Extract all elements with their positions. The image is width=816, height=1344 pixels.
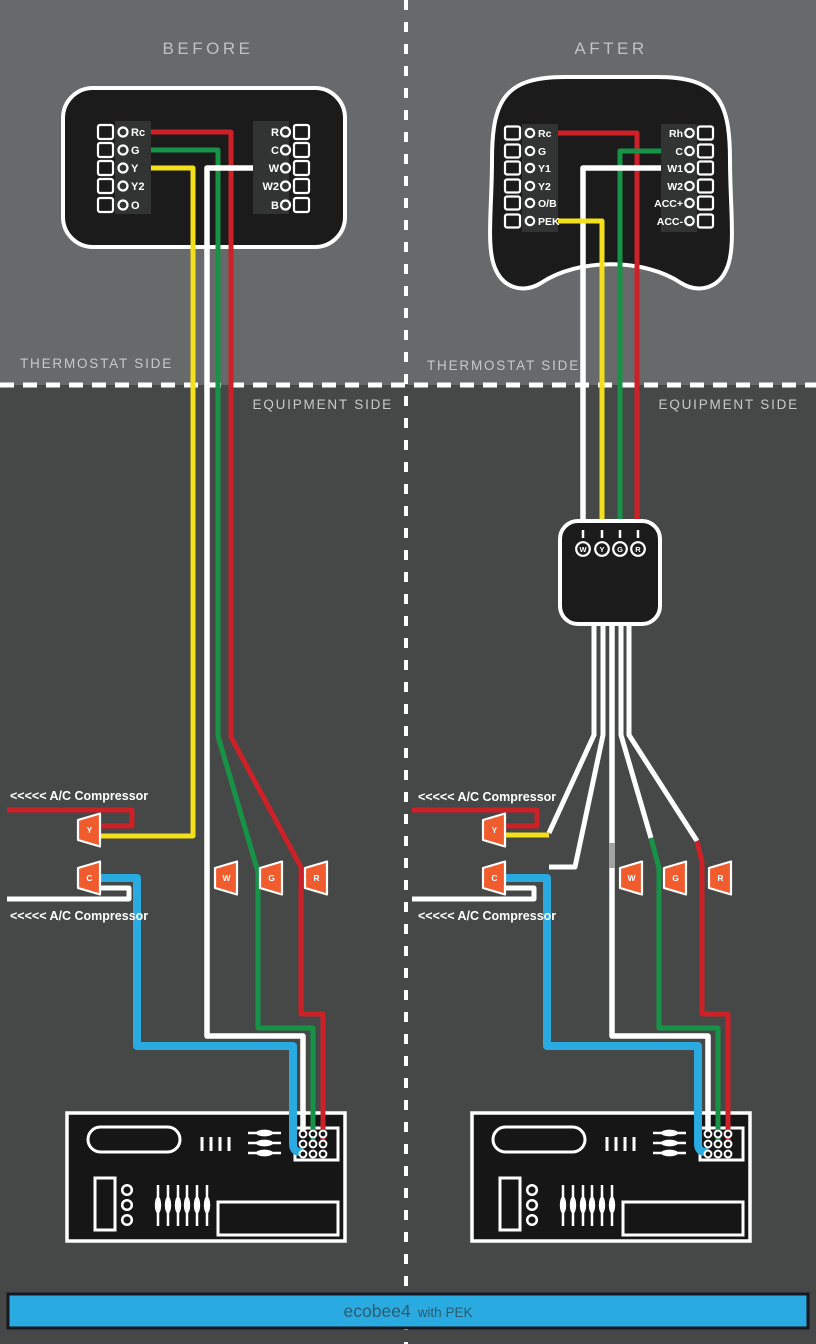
pek-wire-5-red — [694, 840, 731, 1148]
before-white-wire — [204, 165, 306, 1134]
pek-terminal-g: G — [617, 545, 623, 554]
before-left-terminal-block: Rc G Y Y2 O — [96, 121, 151, 214]
pek-wire-4-green — [648, 837, 721, 1141]
terminal-label-c: C — [675, 146, 683, 158]
pek-wire-3-white — [609, 624, 711, 1134]
terminal-label-accplus: ACC+ — [654, 198, 683, 210]
wire-nut-g-label: G — [672, 873, 679, 883]
after-wire-nuts: Y C W G R — [481, 812, 733, 896]
terminal-label-w2: W2 — [667, 181, 683, 193]
wire-nut-g-label: G — [268, 873, 275, 883]
after-left-terminal-tabs — [503, 125, 522, 229]
terminal-label-b: B — [271, 200, 279, 212]
wire-nut-y-label: Y — [492, 825, 498, 835]
wire-nut-c-label: C — [86, 873, 92, 883]
after-equipment-wires — [412, 624, 731, 1156]
terminal-label-y2: Y2 — [538, 181, 551, 193]
after-left-terminal-block: Rc G Y1 Y2 O/B PEK — [503, 124, 560, 232]
banner-suffix: with PEK — [417, 1305, 473, 1320]
after-right-terminal-screws — [684, 127, 695, 227]
pek-wire-2-white — [549, 624, 606, 870]
pek-terminal-circles — [575, 541, 646, 557]
pek-device: W Y G R — [558, 519, 662, 626]
terminal-label-ob: O/B — [538, 198, 557, 210]
before-equipment-side-label: EQUIPMENT SIDE — [253, 397, 393, 412]
pek-terminal-ticks — [581, 530, 640, 538]
terminal-label-rc: Rc — [538, 128, 552, 140]
pek-terminal-y: Y — [599, 545, 604, 554]
before-green-wire — [151, 147, 261, 873]
banner: ecobee4 with PEK — [6, 1292, 810, 1330]
terminal-label-y: Y — [131, 163, 139, 175]
terminal-label-w: W — [269, 163, 280, 175]
after-right-terminal-tabs — [696, 125, 715, 229]
terminal-label-w2: W2 — [263, 181, 280, 193]
after-thermostat-wires — [558, 130, 661, 521]
before-compressor-label-bottom: <<<<< A/C Compressor — [10, 909, 148, 923]
wire-nut-r-label: R — [717, 873, 723, 883]
after-compressor-white-wire — [412, 885, 537, 902]
after-panel: AFTER Rc G Y1 Y2 O/B PEK — [427, 39, 799, 412]
before-right-terminal-block: R C W W2 B — [253, 121, 311, 214]
wire-nut-c-label: C — [491, 873, 497, 883]
before-yellow-wire — [101, 165, 196, 839]
before-thermostat-side-label: THERMOSTAT SIDE — [20, 356, 173, 371]
pek-wire-5-white — [626, 624, 700, 843]
after-right-terminal-block: Rh C W1 W2 ACC+ ACC- — [654, 124, 715, 232]
before-compressor-white-wire — [7, 885, 132, 902]
terminal-label-rh: Rh — [669, 128, 683, 140]
after-yellow-wire — [558, 218, 605, 521]
before-left-terminal-screws — [117, 126, 129, 211]
before-title: BEFORE — [163, 39, 254, 58]
after-equipment-side-label: EQUIPMENT SIDE — [659, 397, 799, 412]
terminal-label-rc: Rc — [131, 127, 145, 139]
terminal-label-r: R — [271, 127, 279, 139]
after-compressor-label-bottom: <<<<< A/C Compressor — [418, 909, 556, 923]
pek-terminal-r: R — [635, 545, 641, 554]
before-red-wire — [151, 129, 306, 873]
after-green-wire — [617, 148, 661, 521]
wire-nut-w-label: W — [627, 873, 636, 883]
before-panel: BEFORE Rc G Y Y2 O — [20, 39, 393, 412]
before-right-terminal-tabs — [292, 123, 311, 214]
wire-nut-r-label: R — [313, 873, 319, 883]
terminal-label-g: G — [131, 145, 140, 157]
before-wires — [7, 129, 326, 1156]
pek-terminal-w: W — [579, 545, 587, 554]
after-compressor-label-top: <<<<< A/C Compressor — [418, 790, 556, 804]
before-blue-wire — [97, 874, 305, 1156]
terminal-label-o: O — [131, 200, 140, 212]
before-compressor-label-top: <<<<< A/C Compressor — [10, 789, 148, 803]
before-green-wire-lower — [255, 870, 316, 1141]
before-right-terminal-screws — [279, 126, 292, 211]
after-compressor-red-wire — [412, 807, 540, 829]
terminal-label-c: C — [271, 145, 279, 157]
wire-nut-w-label: W — [222, 873, 231, 883]
before-wire-nuts: Y C W G R — [76, 812, 329, 896]
after-blue-wire — [502, 874, 710, 1156]
before-left-terminal-tabs — [96, 123, 115, 214]
after-white-wire — [580, 165, 661, 521]
before-red-wire-lower — [298, 869, 326, 1148]
banner-text: ecobee4 with PEK — [344, 1301, 473, 1321]
terminal-label-g: G — [538, 146, 546, 158]
pek-wire-1-white — [546, 624, 597, 835]
after-board-screws — [703, 1129, 733, 1159]
after-thermostat-side-label: THERMOSTAT SIDE — [427, 358, 580, 373]
terminal-label-y1: Y1 — [538, 163, 551, 175]
wire-nut-y-label: Y — [87, 825, 93, 835]
after-left-terminal-screws — [524, 127, 536, 227]
terminal-label-accminus: ACC- — [657, 216, 684, 228]
before-board-screws — [298, 1129, 328, 1159]
before-compressor-red-wire — [7, 807, 135, 829]
terminal-label-y2: Y2 — [131, 181, 144, 193]
terminal-label-w1: W1 — [667, 163, 683, 175]
banner-background — [6, 1292, 810, 1330]
after-title: AFTER — [574, 39, 647, 58]
pek-wire-4-white — [618, 624, 654, 839]
banner-product: ecobee4 — [344, 1301, 411, 1321]
after-red-wire — [558, 130, 640, 521]
terminal-label-pek: PEK — [538, 216, 560, 228]
